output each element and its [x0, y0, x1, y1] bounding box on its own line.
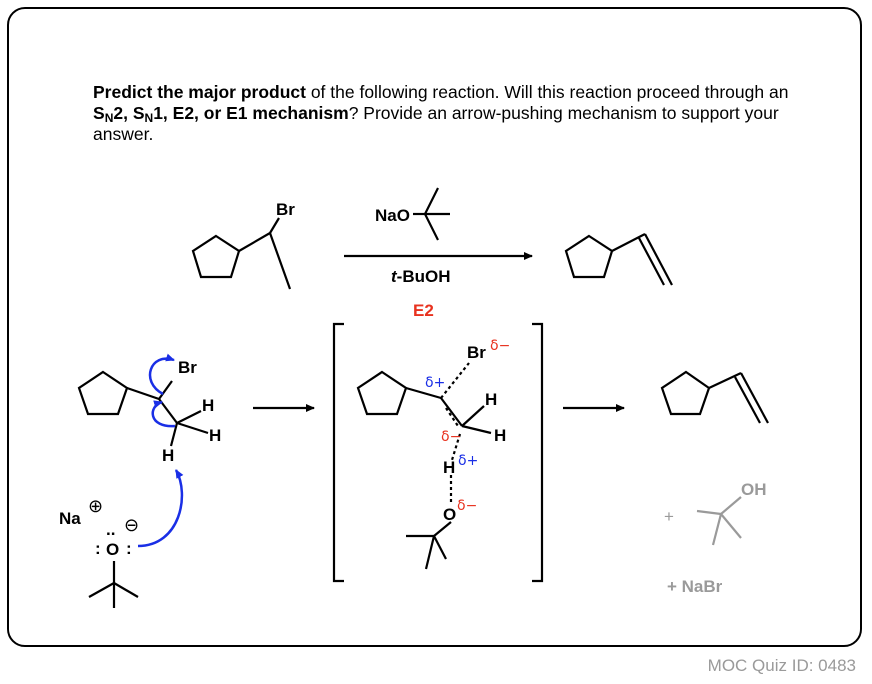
question-bold: Predict the major product [93, 82, 306, 102]
base-tert-butyl [88, 561, 139, 608]
na-plus-charge: ⊕ [88, 496, 103, 517]
tbuoh-oh: OH [741, 480, 767, 499]
mechanism-product-alkene [660, 370, 769, 424]
transition-state-molecule [356, 362, 492, 570]
arrow-ch-to-pi [151, 400, 176, 428]
ts-br: Br [467, 343, 486, 362]
question-tail: ? Provide an arrow-pushing mechanism to … [93, 103, 779, 144]
ts-o-delta-minus: δ− [457, 498, 477, 514]
nabr-byproduct: + NaBr [667, 577, 723, 596]
ts-c2-delta-minus: δ− [441, 429, 461, 445]
o-lone-pair-left: : [95, 539, 101, 558]
reactant-br-label: Br [276, 200, 295, 219]
o-minus-charge: ⊖ [124, 515, 139, 536]
o-lone-pair-right: : [126, 539, 132, 558]
base-oxygen: O [106, 540, 119, 559]
ts-h-delta-plus: δ+ [458, 453, 478, 469]
na-label: Na [59, 509, 81, 528]
transition-state-brackets [332, 322, 544, 583]
question-mechanisms: SN2, SN1, E2, or E1 mechanism [93, 103, 349, 125]
substrate-h3: H [162, 446, 174, 465]
ts-c-delta-plus: δ+ [425, 375, 445, 391]
quiz-id: MOC Quiz ID: 0483 [707, 656, 856, 675]
ts-br-delta-minus: δ− [490, 338, 510, 354]
question-text: Predict the major product of the followi… [93, 82, 793, 145]
tert-butyl-reagent [413, 187, 450, 241]
ts-h-transfer: H [443, 458, 455, 477]
ts-oxygen: O [443, 505, 456, 524]
substrate-h2: H [209, 426, 221, 445]
mechanism-substrate [77, 370, 209, 447]
ts-h2: H [494, 426, 506, 445]
product-molecule [564, 233, 673, 286]
arrow-c-br-break [148, 353, 175, 396]
solvent-label: t-BuOH [391, 267, 451, 286]
reactant-molecule [191, 217, 292, 290]
o-lone-pair-top: .. [106, 520, 115, 539]
plus-tbuoh: + [664, 507, 674, 526]
ts-h1: H [485, 390, 497, 409]
mechanism-label: E2 [413, 301, 434, 320]
question-part: of the following reaction. Will this rea… [305, 82, 789, 102]
reagent-label: NaO [375, 206, 410, 225]
substrate-br: Br [178, 358, 197, 377]
substrate-h1: H [202, 396, 214, 415]
quiz-card [7, 7, 862, 647]
tbuoh-byproduct [696, 496, 742, 546]
arrow-base-to-h [137, 469, 184, 548]
